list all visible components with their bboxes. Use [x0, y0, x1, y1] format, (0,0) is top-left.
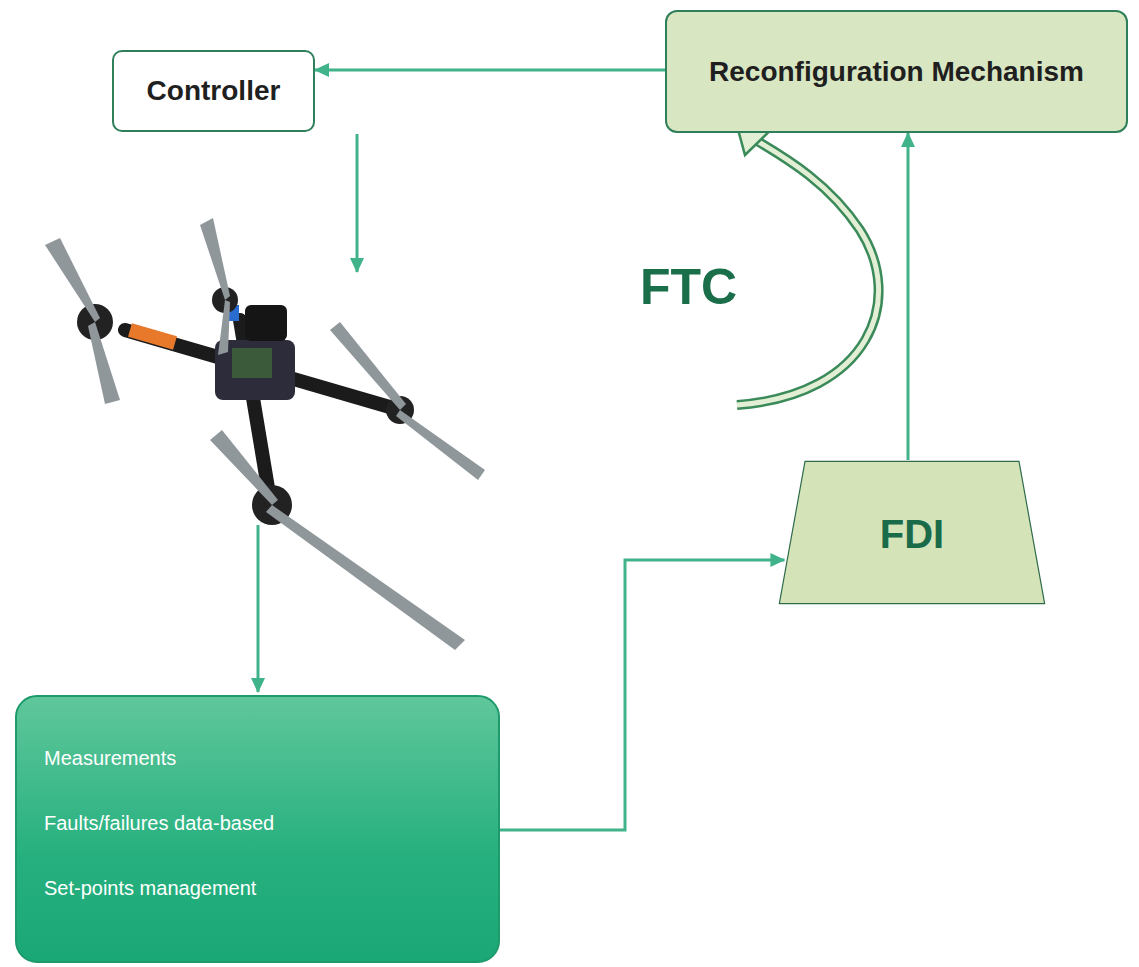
controller-box: Controller	[112, 50, 315, 132]
node-title: FDI	[880, 508, 944, 557]
output-arrow	[257, 525, 260, 692]
reconfiguration-box: Reconfiguration Mechanism	[665, 10, 1128, 133]
quadrotor-drone	[45, 218, 485, 650]
fdi-trapezoid: FDI	[778, 460, 1046, 605]
data-item: Measurements	[44, 746, 478, 770]
data-box: MeasurementsFaults/failures data-basedSe…	[15, 695, 500, 963]
node-title: Controller	[133, 74, 295, 108]
loop-label: FTC	[640, 258, 737, 316]
ftc-loop-arrow	[730, 100, 879, 405]
command-arrow	[356, 134, 359, 272]
flow-arrow	[315, 69, 665, 72]
data-item: Faults/failures data-based	[44, 811, 478, 835]
data-item: Set-points management	[44, 876, 478, 900]
flow-arrow	[907, 133, 910, 460]
flow-arrow	[500, 560, 784, 830]
node-title: Reconfiguration Mechanism	[695, 55, 1098, 89]
